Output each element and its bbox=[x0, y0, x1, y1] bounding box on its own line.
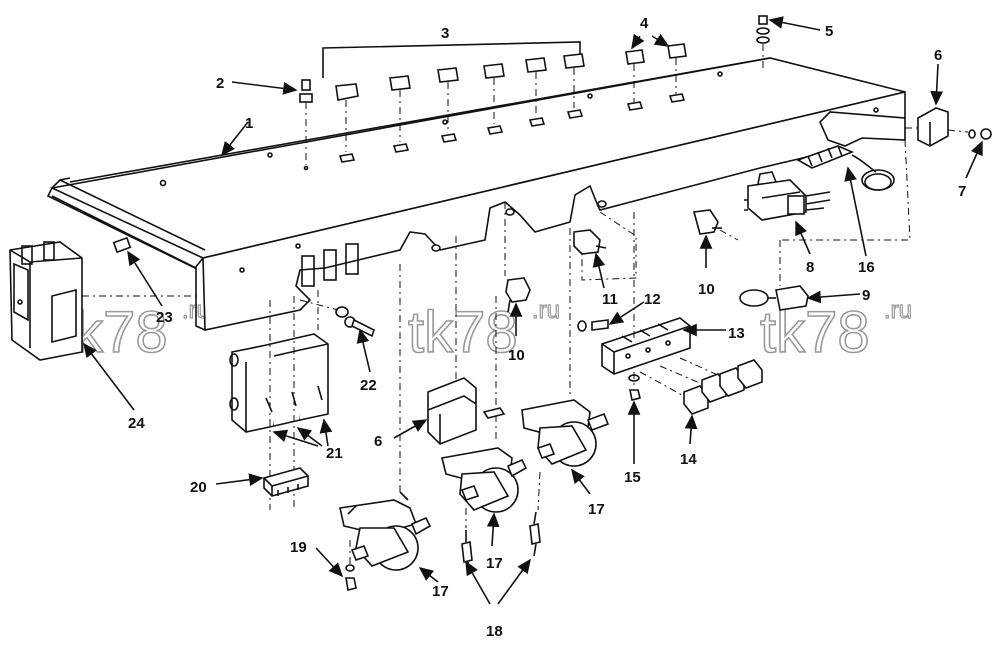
connector-18-right bbox=[529, 471, 541, 557]
screw-5 bbox=[756, 15, 770, 68]
callout-21: 21 bbox=[326, 445, 343, 462]
callout-17-center: 17 bbox=[486, 555, 503, 572]
callout-17-left: 17 bbox=[432, 583, 449, 600]
callout-5: 5 bbox=[825, 23, 833, 40]
bracket-6-center bbox=[427, 236, 477, 445]
clip-nut-group-3 bbox=[322, 41, 585, 163]
callout-17-right: 17 bbox=[588, 501, 605, 518]
callout-9: 9 bbox=[862, 287, 870, 304]
callout-20: 20 bbox=[190, 479, 207, 496]
switch-assembly-8 bbox=[744, 171, 831, 221]
sensor-9 bbox=[739, 240, 809, 311]
control-panel-housing bbox=[46, 57, 906, 331]
terminal-strip-13 bbox=[601, 212, 691, 375]
callout-labels: 1 2 3 4 5 6 7 8 9 10 10 11 12 13 14 15 1… bbox=[128, 15, 966, 640]
callout-13: 13 bbox=[728, 325, 745, 342]
pressure-switch-10-right bbox=[692, 209, 739, 241]
svg-text:tk78: tk78 bbox=[408, 300, 518, 365]
callout-12: 12 bbox=[644, 291, 661, 308]
hardware-washers-center bbox=[431, 200, 607, 252]
washer-screw-22 bbox=[299, 299, 375, 338]
callout-2: 2 bbox=[216, 75, 224, 92]
callout-10-right: 10 bbox=[698, 281, 715, 298]
callout-14: 14 bbox=[680, 451, 697, 468]
callout-10-left: 10 bbox=[508, 347, 525, 364]
screw-7 bbox=[947, 128, 992, 140]
callout-24: 24 bbox=[128, 415, 145, 432]
callout-8: 8 bbox=[806, 259, 814, 276]
callout-4: 4 bbox=[640, 15, 649, 32]
clip-nut-pair-4 bbox=[625, 43, 687, 111]
fuse-holders-14 bbox=[639, 357, 763, 415]
svg-text:.ru: .ru bbox=[532, 297, 560, 324]
callout-15: 15 bbox=[624, 469, 641, 486]
watermark-center: tk78 .ru bbox=[407, 296, 560, 365]
callout-1: 1 bbox=[245, 115, 253, 132]
screw-12 bbox=[577, 319, 609, 332]
callout-7: 7 bbox=[958, 183, 966, 200]
pressure-switch-11 bbox=[573, 211, 637, 281]
svg-text:tk78: tk78 bbox=[760, 300, 870, 365]
coiled-sensor-16 bbox=[780, 139, 911, 241]
terminal-block-20 bbox=[263, 467, 309, 497]
solenoid-17-left bbox=[339, 264, 432, 571]
callout-22: 22 bbox=[360, 377, 377, 394]
callout-16: 16 bbox=[858, 259, 875, 276]
screw-19 bbox=[345, 540, 357, 591]
screw-2 bbox=[299, 79, 313, 171]
pressure-switch-10-left bbox=[504, 202, 531, 313]
watermark-right: tk78 .ru bbox=[759, 296, 912, 365]
callout-23: 23 bbox=[156, 309, 173, 326]
relay-box-24 bbox=[9, 241, 200, 361]
solenoid-17-center bbox=[441, 296, 528, 513]
callout-11: 11 bbox=[602, 291, 618, 308]
solenoid-17-right bbox=[521, 228, 610, 467]
svg-text:.ru: .ru bbox=[884, 297, 912, 324]
callout-6-right: 6 bbox=[934, 47, 942, 64]
toggle-switches-21 bbox=[229, 290, 329, 510]
nut-15 bbox=[628, 372, 641, 401]
callout-leaders bbox=[83, 16, 983, 605]
callout-3: 3 bbox=[441, 25, 449, 42]
callout-18: 18 bbox=[486, 623, 503, 640]
bracket-6-right bbox=[905, 107, 949, 147]
callout-19: 19 bbox=[290, 539, 307, 556]
callout-6-center: 6 bbox=[374, 433, 382, 450]
